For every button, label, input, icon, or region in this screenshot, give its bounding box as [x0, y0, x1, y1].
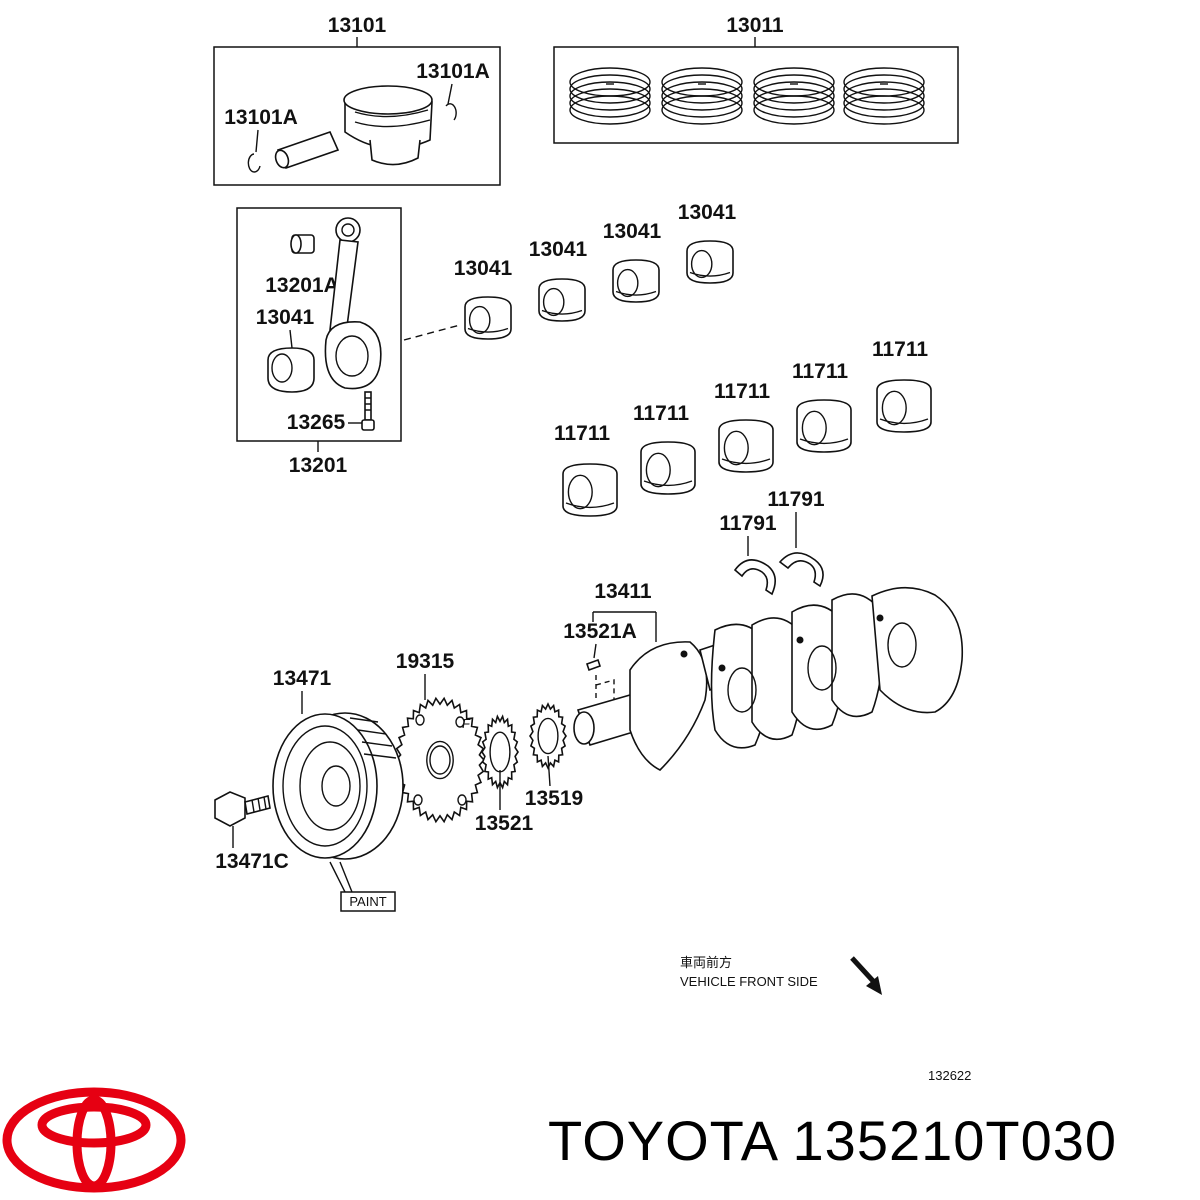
- label-main-bearing-5: 11711: [872, 338, 928, 361]
- timing-gears: F: [394, 696, 567, 824]
- direction-en: VEHICLE FRONT SIDE: [680, 974, 818, 989]
- crankshaft: [573, 586, 964, 771]
- label-snap-ring-right: 13101A: [416, 60, 490, 83]
- label-main-bearing-1: 11711: [554, 422, 610, 445]
- label-main-bearing-4: 11711: [792, 360, 848, 383]
- main-bearing-1: [562, 463, 618, 517]
- label-main-bearing-2: 11711: [633, 402, 689, 425]
- crank-key: [585, 658, 602, 672]
- label-rod-bearing-in-box: 13041: [256, 306, 315, 329]
- signal-plate: F: [394, 696, 486, 824]
- label-crankshaft: 13411: [594, 580, 652, 603]
- piston-rings: [569, 67, 925, 125]
- label-piston-set: 13101: [328, 14, 387, 37]
- arrow-down-right-icon: [850, 956, 882, 995]
- connecting-rod: [324, 217, 382, 390]
- svg-text:F: F: [462, 716, 471, 731]
- label-pulley: 13471: [273, 667, 332, 690]
- paint-box: [340, 891, 396, 912]
- label-rod-bearing-3: 13041: [603, 220, 662, 243]
- thrust-washer-1: [733, 559, 776, 596]
- label-thrust-washer-1: 11791: [719, 512, 777, 535]
- label-conrod-assembly: 13201: [289, 454, 348, 477]
- snap-ring-right: [445, 103, 457, 121]
- pulley-bolt: [214, 791, 271, 827]
- piston-pin: [274, 131, 340, 169]
- piston-ring-2: [661, 67, 743, 125]
- rod-bearing-2: [538, 278, 586, 322]
- label-rod-bearing-2: 13041: [529, 238, 588, 261]
- label-ring-set: 13011: [726, 14, 784, 37]
- main-bearing-2: [640, 441, 696, 495]
- snap-ring-left: [247, 153, 261, 173]
- label-rod-bearing-4: 13041: [678, 201, 737, 224]
- label-crank-gear: 13521: [475, 812, 534, 835]
- ring-set-box: [553, 46, 959, 144]
- main-bearing-5: [876, 379, 932, 433]
- label-snap-ring-left: 13101A: [224, 106, 298, 129]
- label-signal-plate: 19315: [396, 650, 455, 673]
- rod-bearing-in-box: [267, 347, 315, 393]
- label-rod-bolt: 13265: [287, 411, 346, 434]
- piston-ring-1: [569, 67, 651, 125]
- rod-bushing: [290, 234, 315, 254]
- caption: TOYOTA 135210T030: [548, 1109, 1118, 1172]
- rod-bearings: [464, 240, 734, 340]
- piston-ring-3: [753, 67, 835, 125]
- label-paint: PAINT: [349, 894, 386, 909]
- conrod-box: [236, 207, 402, 442]
- oil-pump-sprocket: [529, 702, 567, 770]
- rod-bearing-3: [612, 259, 660, 303]
- label-rod-bushing: 13201A: [265, 274, 339, 297]
- main-bearing-3: [718, 419, 774, 473]
- diagram-number: 132622: [928, 1068, 971, 1083]
- crank-pulley: [272, 712, 404, 860]
- piston: [343, 85, 433, 166]
- toyota-logo: [2, 1087, 186, 1193]
- label-thrust-washer-2: 11791: [767, 488, 825, 511]
- piston-ring-4: [843, 67, 925, 125]
- label-crank-key: 13521A: [563, 620, 637, 643]
- direction-jp: 車両前方: [680, 955, 732, 970]
- label-sprocket: 13519: [525, 787, 583, 810]
- main-bearing-4: [796, 399, 852, 453]
- rod-bolt: [361, 391, 375, 431]
- crank-gear: [481, 714, 519, 790]
- label-pulley-bolt: 13471C: [215, 850, 289, 873]
- label-main-bearing-3: 11711: [714, 380, 770, 403]
- main-bearings: [562, 379, 932, 517]
- rod-bearing-4: [686, 240, 734, 284]
- thrust-washer-2: [778, 552, 824, 588]
- rod-bearing-1: [464, 296, 512, 340]
- label-rod-bearing-1: 13041: [454, 257, 513, 280]
